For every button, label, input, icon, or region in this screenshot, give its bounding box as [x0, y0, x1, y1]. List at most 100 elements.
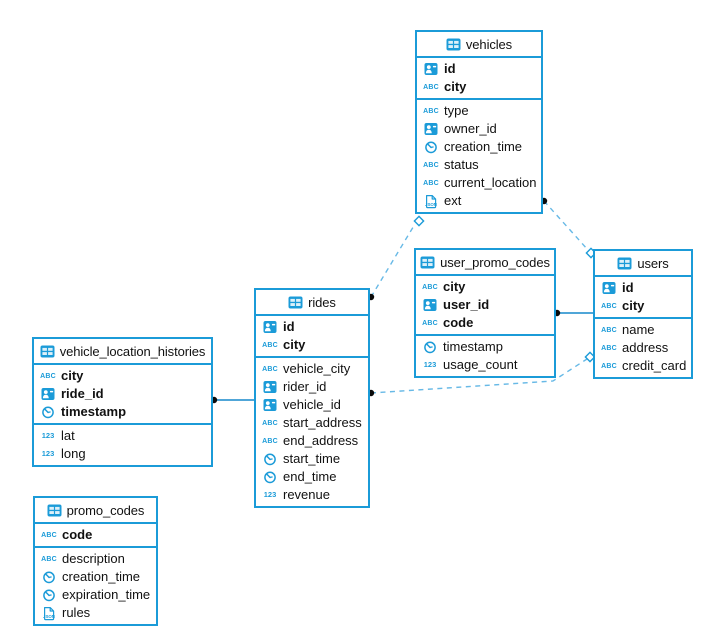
column-type-icon-cell: ABC: [422, 84, 440, 91]
table-name: vehicles: [465, 36, 513, 52]
column-type-icon-cell: [39, 387, 57, 401]
text-type-icon: ABC: [422, 283, 438, 291]
table-icon: [288, 296, 303, 308]
column-row-expiration_time: expiration_time: [35, 586, 156, 604]
column-name: usage_count: [443, 357, 518, 372]
table-name: vehicle_location_histories: [59, 343, 206, 359]
column-name: revenue: [283, 487, 330, 502]
column-name: id: [622, 280, 634, 295]
text-type-icon: ABC: [262, 419, 278, 427]
clock-icon: [42, 406, 54, 419]
column-type-icon-cell: [261, 380, 279, 394]
table-name: promo_codes: [66, 502, 145, 518]
table-icon: [446, 38, 461, 50]
text-type-icon: ABC: [423, 107, 439, 115]
column-row-revenue: 123 revenue: [256, 486, 368, 504]
column-row-vehicle_id: vehicle_id: [256, 396, 368, 414]
column-type-icon-cell: ABC: [421, 320, 439, 327]
clock-icon: [425, 141, 437, 154]
table-icon: [420, 256, 435, 268]
column-type-icon-cell: [261, 320, 279, 334]
relationship-line-rides-vehicles: [370, 223, 416, 298]
column-row-type: ABC type: [417, 102, 541, 120]
column-name: long: [61, 446, 86, 461]
column-row-usage_count: 123 usage_count: [416, 356, 554, 374]
column-name: city: [283, 337, 306, 352]
svg-text:JSON: JSON: [43, 614, 55, 619]
text-type-icon: ABC: [423, 161, 439, 169]
column-name: owner_id: [444, 121, 497, 136]
text-type-icon: ABC: [41, 531, 57, 539]
column-name: city: [443, 279, 466, 294]
column-row-user_id: user_id: [416, 296, 554, 314]
column-row-rules: JSON rules: [35, 604, 156, 622]
column-row-city: ABC city: [416, 278, 554, 296]
clock-icon: [43, 589, 55, 602]
column-type-icon-cell: 123: [421, 361, 439, 369]
column-row-id: id: [417, 60, 541, 78]
table-name: user_promo_codes: [440, 254, 550, 270]
column-name: city: [444, 79, 467, 94]
person-id-icon: [263, 381, 277, 393]
clock-icon: [43, 571, 55, 584]
column-type-icon-cell: ABC: [261, 366, 279, 373]
column-name: ext: [444, 193, 462, 208]
person-id-icon: [424, 123, 438, 135]
column-name: credit_card: [622, 358, 687, 373]
column-name: type: [444, 103, 469, 118]
column-row-timestamp: timestamp: [416, 338, 554, 356]
cardinality-diamond: [413, 215, 425, 227]
column-name: rules: [62, 605, 91, 620]
column-type-icon-cell: 123: [39, 450, 57, 458]
column-type-icon-cell: [40, 570, 58, 584]
number-type-icon: 123: [41, 449, 55, 459]
text-type-icon: ABC: [423, 179, 439, 187]
column-type-icon-cell: ABC: [40, 556, 58, 563]
text-type-icon: ABC: [422, 319, 438, 327]
column-type-icon-cell: 123: [261, 491, 279, 499]
column-type-icon-cell: [39, 405, 57, 419]
column-name: id: [444, 61, 456, 76]
text-type-icon: ABC: [423, 83, 439, 91]
column-name: city: [622, 298, 645, 313]
person-id-icon: [41, 388, 55, 400]
number-type-icon: 123: [423, 360, 437, 370]
column-name: creation_time: [62, 569, 141, 584]
person-id-icon: [263, 399, 277, 411]
table-header-users: users: [595, 251, 691, 277]
column-type-icon-cell: 123: [39, 432, 57, 440]
column-type-icon-cell: ABC: [600, 303, 618, 310]
column-type-icon-cell: ABC: [422, 162, 440, 169]
column-type-icon-cell: ABC: [261, 438, 279, 445]
column-name: expiration_time: [62, 587, 151, 602]
column-name: timestamp: [443, 339, 503, 354]
text-type-icon: ABC: [601, 302, 617, 310]
number-type-icon: 123: [41, 431, 55, 441]
person-id-icon: [602, 282, 616, 294]
column-name: lat: [61, 428, 75, 443]
column-name: vehicle_id: [283, 397, 341, 412]
column-type-icon-cell: ABC: [40, 532, 58, 539]
column-row-id: id: [595, 279, 691, 297]
relationship-line-rides-users: [370, 358, 588, 394]
table-icon: [40, 345, 55, 357]
table-header-promo_codes: promo_codes: [35, 498, 156, 524]
column-type-icon-cell: JSON: [422, 194, 440, 209]
